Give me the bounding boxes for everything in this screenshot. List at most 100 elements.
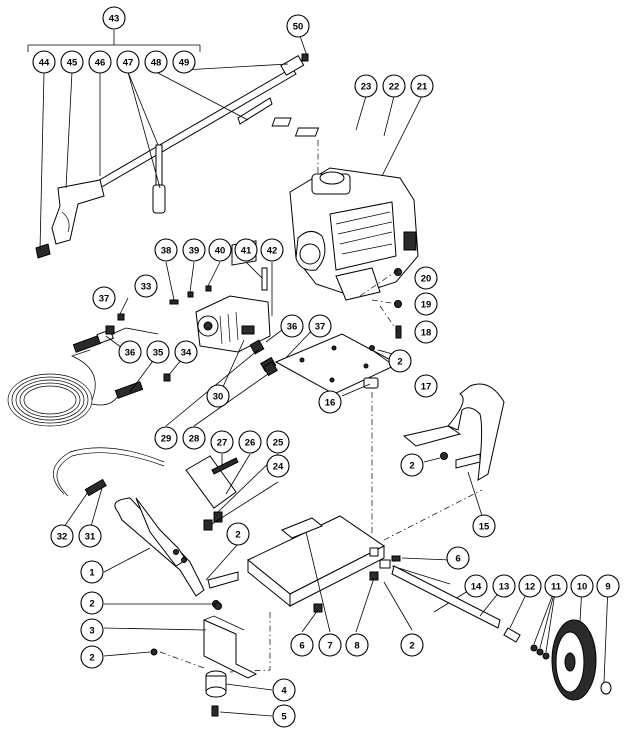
callout-7: 7 <box>318 633 342 657</box>
callout-2e: 2 <box>388 349 412 373</box>
callout-13: 13 <box>492 574 516 598</box>
callout-36b: 36 <box>280 314 304 338</box>
svg-text:48: 48 <box>151 58 162 69</box>
svg-text:16: 16 <box>325 398 336 409</box>
callout-2c: 2 <box>80 645 104 669</box>
callout-6a: 6 <box>446 546 470 570</box>
callout-2f: 2 <box>400 633 424 657</box>
svg-text:3: 3 <box>89 626 94 637</box>
callout-48: 48 <box>144 50 168 74</box>
axle-wheel <box>391 565 612 701</box>
svg-text:1: 1 <box>89 568 95 579</box>
callout-3: 3 <box>80 618 104 642</box>
callout-2a: 2 <box>226 522 250 546</box>
callout-16: 16 <box>318 390 342 414</box>
callout-35: 35 <box>146 340 170 364</box>
svg-text:2: 2 <box>89 653 94 664</box>
svg-text:15: 15 <box>479 522 490 533</box>
callout-47: 47 <box>116 50 140 74</box>
svg-text:35: 35 <box>153 348 164 359</box>
callout-19: 19 <box>414 292 438 316</box>
hose-assembly <box>7 297 187 531</box>
right-handle <box>402 383 505 523</box>
svg-text:50: 50 <box>293 22 304 33</box>
callout-37a: 37 <box>92 286 116 310</box>
svg-text:42: 42 <box>267 246 278 257</box>
svg-text:18: 18 <box>421 328 432 339</box>
callout-26: 26 <box>238 430 262 454</box>
svg-text:36: 36 <box>287 322 298 333</box>
svg-text:37: 37 <box>315 322 326 333</box>
callout-27: 27 <box>210 430 234 454</box>
callout-45: 45 <box>60 50 84 74</box>
callout-4: 4 <box>272 678 296 702</box>
svg-text:12: 12 <box>525 582 536 593</box>
callout-36a: 36 <box>118 340 142 364</box>
svg-text:17: 17 <box>421 382 432 393</box>
callout-43: 43 <box>102 6 126 30</box>
svg-text:19: 19 <box>421 300 432 311</box>
callout-42: 42 <box>260 238 284 262</box>
svg-text:21: 21 <box>417 82 428 93</box>
svg-text:26: 26 <box>245 438 256 449</box>
left-handle <box>103 497 239 608</box>
svg-text:2: 2 <box>235 530 240 541</box>
svg-text:43: 43 <box>109 14 120 25</box>
callout-33: 33 <box>134 274 158 298</box>
svg-text:46: 46 <box>95 58 106 69</box>
callouts: 1 2 2 2 2 2 2 3 4 5 6 6 7 8 9 10 11 12 1… <box>32 6 620 728</box>
svg-text:25: 25 <box>273 438 284 449</box>
svg-text:36: 36 <box>125 348 136 359</box>
svg-text:40: 40 <box>215 246 226 257</box>
svg-text:47: 47 <box>123 58 134 69</box>
callout-31: 31 <box>78 524 102 548</box>
svg-text:4: 4 <box>281 686 287 697</box>
svg-text:39: 39 <box>189 246 200 257</box>
callout-6b: 6 <box>290 633 314 657</box>
svg-text:45: 45 <box>67 58 78 69</box>
svg-text:5: 5 <box>281 712 287 723</box>
svg-text:30: 30 <box>213 392 224 403</box>
callout-12: 12 <box>518 574 542 598</box>
bracket-parts <box>185 453 279 531</box>
svg-text:29: 29 <box>161 434 172 445</box>
callout-11: 11 <box>544 574 568 598</box>
spray-gun-assembly <box>27 30 309 259</box>
decals <box>271 95 423 181</box>
callout-32: 32 <box>50 524 74 548</box>
svg-text:23: 23 <box>361 82 372 93</box>
svg-text:44: 44 <box>39 58 50 69</box>
svg-text:9: 9 <box>605 582 610 593</box>
callout-18: 18 <box>414 320 438 344</box>
callout-25: 25 <box>266 430 290 454</box>
callout-40: 40 <box>208 238 232 262</box>
svg-text:2: 2 <box>397 357 402 368</box>
callout-1: 1 <box>80 560 104 584</box>
callout-20: 20 <box>414 266 438 290</box>
svg-text:11: 11 <box>551 582 562 593</box>
svg-text:38: 38 <box>161 246 172 257</box>
callout-50: 50 <box>286 14 310 38</box>
svg-text:27: 27 <box>217 438 228 449</box>
callout-34: 34 <box>174 340 198 364</box>
svg-text:10: 10 <box>577 582 588 593</box>
callout-38: 38 <box>154 238 178 262</box>
svg-text:37: 37 <box>99 294 110 305</box>
callout-49: 49 <box>172 50 196 74</box>
svg-text:13: 13 <box>499 582 510 593</box>
svg-text:2: 2 <box>89 599 94 610</box>
callout-2d: 2 <box>400 453 424 477</box>
callout-9: 9 <box>596 574 620 598</box>
svg-text:8: 8 <box>354 641 359 652</box>
svg-text:28: 28 <box>189 434 200 445</box>
callout-46: 46 <box>88 50 112 74</box>
callout-21: 21 <box>410 74 434 98</box>
svg-text:2: 2 <box>409 461 414 472</box>
svg-text:33: 33 <box>141 282 152 293</box>
callout-2b: 2 <box>80 591 104 615</box>
svg-text:41: 41 <box>241 246 252 257</box>
svg-text:22: 22 <box>389 82 400 93</box>
callout-8: 8 <box>345 633 369 657</box>
svg-text:31: 31 <box>85 532 96 543</box>
callout-5: 5 <box>272 704 296 728</box>
